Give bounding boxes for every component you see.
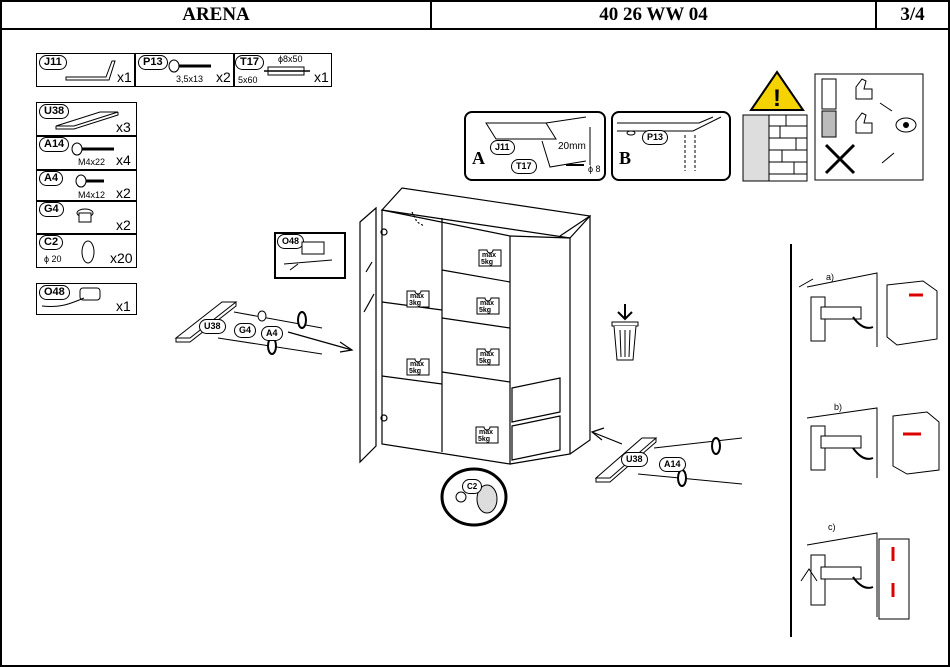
part-qty-p13: x2 <box>216 69 231 85</box>
part-label-t17: T17 <box>235 55 264 70</box>
left-support-assembly <box>174 301 323 355</box>
shelf-load-value-3: 5kg <box>479 307 492 314</box>
part-label-p13: P13 <box>138 55 168 70</box>
part-label-g4: G4 <box>39 202 64 217</box>
shelf-load-value-5: 5kg <box>479 358 492 365</box>
bracket-icon <box>65 60 116 81</box>
shelf-load-value-6: 5kg <box>478 436 491 443</box>
page-number: 3/4 <box>900 4 925 25</box>
hinge-step-a: a) <box>826 272 835 282</box>
wall-fixing-check-icon <box>814 73 924 181</box>
detail-b-letter: B <box>619 148 632 168</box>
hinge-adjust-a <box>798 272 938 347</box>
shelf-load-max-3: max <box>480 300 495 307</box>
o48-callout-tag: O48 <box>277 234 305 249</box>
part-size-c2: ϕ 20 <box>44 254 62 264</box>
shelf-load-value-4: 5kg <box>409 368 422 375</box>
shelf-load-label <box>406 358 430 376</box>
cover-cap-detail <box>440 467 508 527</box>
trash-bin-icon <box>611 304 639 361</box>
shelf-load-value-2: 3kg <box>409 300 422 307</box>
o48-callout-drawing <box>283 241 333 271</box>
part-qty-t17: x1 <box>314 69 329 85</box>
shelf-load-label <box>476 297 500 315</box>
shelf-load-label <box>406 290 430 308</box>
model-name: ARENA <box>2 2 432 28</box>
right-callout-a14: A14 <box>659 457 686 472</box>
right-callout-u38: U38 <box>621 452 648 467</box>
left-callout-g4: G4 <box>234 323 257 338</box>
part-label-o48: O48 <box>39 285 70 300</box>
part-qty-j11: x1 <box>117 69 132 85</box>
short-bolt-icon <box>75 174 104 188</box>
left-callout-a4: A4 <box>261 326 283 341</box>
cover-cap-tag: C2 <box>462 479 483 494</box>
hinge-adjust-c <box>800 532 910 620</box>
left-callout-u38: U38 <box>199 319 226 334</box>
shelf-load-max-5: max <box>480 351 495 358</box>
hinge-step-c: c) <box>828 522 836 532</box>
part-qty-o48: x1 <box>116 298 131 314</box>
dowel-screw-icon <box>264 66 310 76</box>
svg-text:!: ! <box>773 85 781 112</box>
hinge-adjust-b <box>806 407 940 478</box>
detail-a-tag-j11: J11 <box>490 140 515 155</box>
part-size-a14: M4x22 <box>78 157 106 167</box>
part-label-a4: A4 <box>39 171 64 186</box>
part-label-a14: A14 <box>39 137 70 152</box>
part-size-p13: 3,5x13 <box>176 74 204 84</box>
part-label-u38: U38 <box>39 104 70 119</box>
shelf-load-label <box>475 426 499 444</box>
hinge-panel-divider <box>790 244 792 637</box>
part-label-c2: C2 <box>39 235 64 250</box>
detail-a-dim-height: 20mm <box>558 141 586 152</box>
shelf-load-label <box>476 348 500 366</box>
led-light-icon <box>41 287 101 307</box>
cover-cap-icon <box>81 240 95 264</box>
product-code: 40 26 WW 04 <box>432 2 877 28</box>
shelf-load-max-4: max <box>410 361 425 368</box>
shelf-support-icon <box>55 111 119 130</box>
wall-types-icon <box>742 114 808 182</box>
part-qty-g4: x2 <box>116 217 131 233</box>
part-qty-a14: x4 <box>116 152 131 168</box>
part-size-a4: M4x12 <box>78 190 106 200</box>
nut-icon <box>76 208 94 223</box>
part-qty-u38: x3 <box>116 119 131 135</box>
header-bar: ARENA 40 26 WW 04 3/4 <box>2 2 948 30</box>
part-size-t17: 5x60 <box>238 75 258 85</box>
detail-b-drawing <box>617 116 722 171</box>
detail-b-tag-p13: P13 <box>642 130 669 145</box>
part-qty-c2: x20 <box>110 250 133 266</box>
detail-a-drawing <box>485 116 591 168</box>
cabinet-drawing <box>287 187 622 465</box>
part-qty-a4: x2 <box>116 185 131 201</box>
shelf-load-max-6: max <box>479 429 494 436</box>
detail-a-letter: A <box>472 148 485 168</box>
part-label-j11: J11 <box>39 55 67 70</box>
right-support-assembly <box>594 437 743 487</box>
detail-a-tag-t17: T17 <box>511 159 537 174</box>
screw-icon <box>168 59 211 73</box>
shelf-load-max-2: max <box>410 293 425 300</box>
detail-a-dim-diam: ϕ 8 <box>588 164 601 174</box>
shelf-load-value-1: 5kg <box>481 259 494 266</box>
bolt-icon <box>71 142 114 156</box>
part-size-t17-plug: ϕ8x50 <box>278 54 303 64</box>
warning-triangle-icon: ! <box>749 70 805 112</box>
hinge-step-b: b) <box>834 402 843 412</box>
shelf-load-max-1: max <box>482 252 497 259</box>
shelf-load-label <box>478 249 502 267</box>
